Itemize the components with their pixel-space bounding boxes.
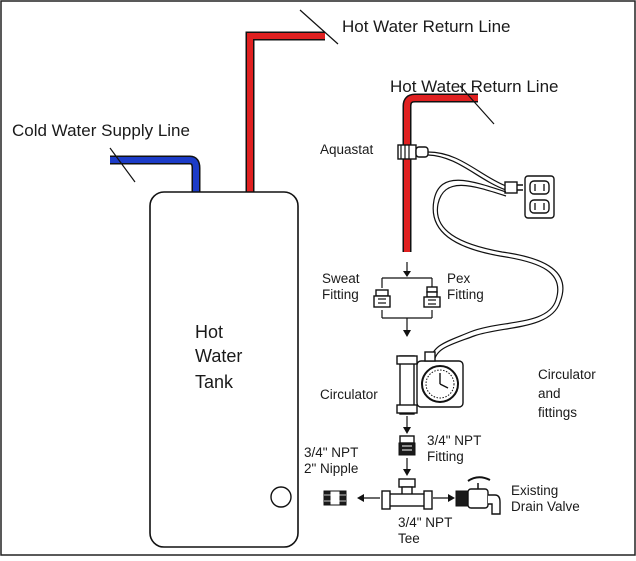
drain-label-line2: Drain Valve xyxy=(511,499,580,514)
leader-line-hot-return-right xyxy=(459,85,495,125)
hot-return-right-label: Hot Water Return Line xyxy=(390,77,559,96)
cold-supply-label: Cold Water Supply Line xyxy=(12,121,190,140)
npt-fitting-label-line2: Fitting xyxy=(427,449,464,464)
npt-fitting-icon xyxy=(398,435,416,456)
tank-drain-port xyxy=(270,486,292,508)
tee-label-line2: Tee xyxy=(398,531,420,546)
aquastat-label: Aquastat xyxy=(320,142,374,157)
circulator-pump xyxy=(396,351,464,415)
nipple-label-line1: 3/4" NPT xyxy=(304,445,358,460)
tank-label-line3: Tank xyxy=(195,372,234,392)
electrical-outlet-icon xyxy=(524,175,555,219)
hot-return-top-label: Hot Water Return Line xyxy=(342,17,511,36)
aquastat-cord xyxy=(427,151,507,187)
pex-fitting-icon xyxy=(423,286,441,308)
sweat-label-line1: Sweat xyxy=(322,271,360,286)
sweat-fitting-icon xyxy=(373,289,391,308)
circulator-label: Circulator xyxy=(320,387,378,402)
drain-label-line1: Existing xyxy=(511,483,558,498)
pex-label-line1: Pex xyxy=(447,271,471,286)
cold-supply-pipe xyxy=(109,147,201,196)
tank-label-line1: Hot xyxy=(195,322,223,342)
drain-valve-icon xyxy=(455,476,501,515)
leader-line-cold-supply xyxy=(109,147,136,183)
hot-return-pipe-tank xyxy=(245,9,339,196)
sweat-label-line2: Fitting xyxy=(322,287,359,302)
hot-water-tank xyxy=(149,191,299,548)
npt-fitting-label-line1: 3/4" NPT xyxy=(427,433,481,448)
pex-label-line2: Fitting xyxy=(447,287,484,302)
npt-nipple-icon xyxy=(323,490,347,506)
leader-line-hot-return-top xyxy=(299,9,339,45)
nipple-label-line2: 2" Nipple xyxy=(304,461,358,476)
tee-label-line1: 3/4" NPT xyxy=(398,515,452,530)
circ-fittings-label-line3: fittings xyxy=(538,405,577,420)
hot-return-pipe-circulator xyxy=(402,85,495,252)
tank-label-line2: Water xyxy=(195,346,242,366)
npt-tee-icon xyxy=(381,478,433,510)
plug-icon xyxy=(504,181,523,194)
circ-fittings-label-line2: and xyxy=(538,386,561,401)
circ-fittings-label-line1: Circulator xyxy=(538,367,596,382)
circulator-power-cord xyxy=(429,179,559,363)
aquastat-sensor xyxy=(397,144,429,160)
